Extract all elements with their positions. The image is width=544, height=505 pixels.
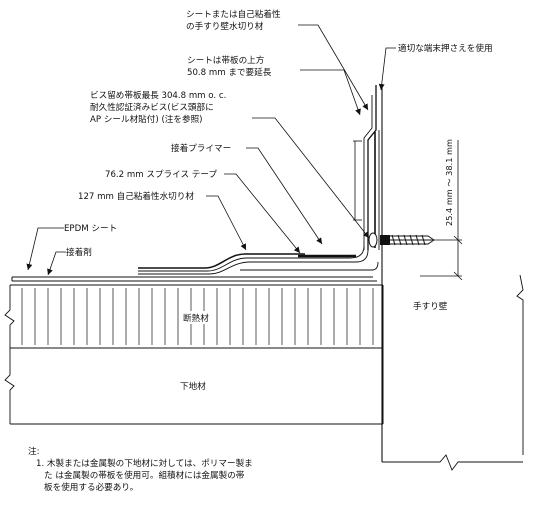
parapet-wall	[381, 85, 524, 471]
label-screw-line3: AP シール材貼付) (注を参照)	[90, 113, 203, 125]
label-epdm-sheet: EPDM シート	[64, 224, 117, 234]
label-screw-line1: ビス留め帯板最長 304.8 mm o. c.	[90, 89, 226, 101]
label-sheet-extend-line1: シートは帯板の上方	[187, 54, 265, 66]
label-insulation: 断熱材	[183, 312, 209, 324]
notes-line2: た は金属製の帯板を使用可。組積材には金属製の帯	[44, 469, 245, 481]
substrate-layer	[4, 347, 384, 425]
label-substrate: 下地材	[180, 380, 206, 392]
label-parapet-flashing-line2: の手すり壁水切り材	[186, 20, 264, 32]
notes-heading: 注:	[28, 445, 40, 457]
label-parapet-wall: 手すり壁	[413, 300, 448, 312]
label-sheet-extend-line2: 50.8 mm まで要延長	[187, 66, 272, 78]
notes-line3: 板を使用する必要あり。	[44, 481, 138, 493]
label-adhesive: 接着剤	[66, 246, 92, 258]
notes-line1: 1. 木製または金属製の下地材に対しては、ポリマー製ま	[36, 457, 253, 469]
leader-lines	[26, 24, 396, 276]
flashing-stack	[138, 245, 379, 275]
vertical-flashing	[363, 85, 380, 250]
insulation-label-bg	[180, 311, 216, 324]
label-screw-line2: 耐久性認証済みビス(ビス頭部に	[90, 101, 214, 113]
insulation-layer	[4, 284, 384, 348]
label-primer: 接着プライマー	[171, 142, 231, 154]
label-termination-bar: 適切な端末押さえを使用	[398, 42, 493, 54]
label-dimension: 25.4 mm ～ 38.1 mm	[444, 139, 454, 226]
label-parapet-flashing-line1: シートまたは自己粘着性	[186, 8, 281, 20]
label-splice-tape: 76.2 mm スプライス テープ	[105, 169, 217, 180]
epdm-membrane	[11, 276, 377, 282]
label-self-adhesive-flashing: 127 mm 自己粘着性水切り材	[78, 190, 194, 202]
